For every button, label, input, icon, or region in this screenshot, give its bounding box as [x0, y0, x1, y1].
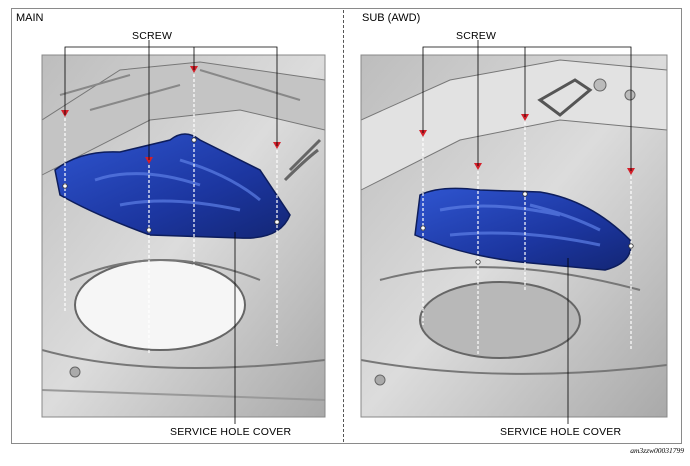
sub-screw-3 [521, 114, 529, 121]
main-panel-title: MAIN [16, 12, 44, 24]
figure-frame [11, 8, 682, 444]
main-screw-2 [145, 157, 153, 164]
main-screw-leaders [64, 40, 278, 160]
sub-photo [361, 55, 667, 417]
sub-panel-title: SUB (AWD) [362, 12, 421, 24]
sub-cover-label: SERVICE HOLE COVER [500, 426, 622, 438]
sub-screw-1 [419, 130, 427, 137]
main-photo [42, 55, 325, 417]
sub-screw-label: SCREW [456, 30, 497, 42]
panel-divider [343, 10, 344, 442]
main-screw-label: SCREW [132, 30, 173, 42]
sub-service-hole-cover [414, 187, 632, 271]
main-service-hole-cover [54, 133, 291, 239]
sub-screw-2 [474, 163, 482, 170]
main-cover-label: SERVICE HOLE COVER [170, 426, 292, 438]
sub-screw-4 [627, 168, 635, 175]
figure-code: am3zzw00031799 [630, 446, 684, 455]
sub-screw-leaders [422, 40, 632, 171]
